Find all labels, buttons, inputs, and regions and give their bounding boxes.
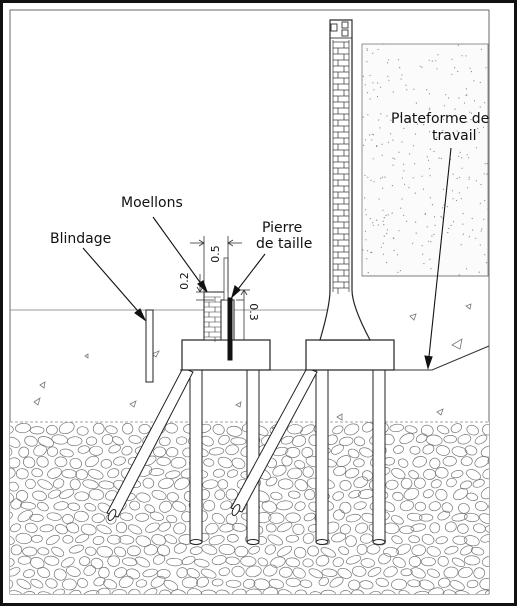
label-blindage: Blindage — [50, 231, 111, 247]
pile-cap-left — [181, 339, 271, 371]
leader-lines — [82, 147, 452, 370]
label-plateforme-line1: Plateforme de — [391, 111, 489, 127]
pile-cap-right — [305, 339, 395, 371]
dim-0-2: 0.2 — [178, 272, 191, 290]
pile-vertical-2 — [246, 369, 260, 545]
label-pierre-line1: Pierre — [262, 220, 302, 236]
label-pierre-line2: de taille — [256, 236, 312, 252]
blindage-shoring — [145, 309, 154, 383]
pile-raking-2 — [230, 367, 318, 516]
pile-vertical-1 — [189, 369, 203, 545]
pierre-de-taille-block — [220, 257, 235, 361]
quay-wall — [319, 19, 371, 341]
dim-0-5: 0.5 — [209, 245, 222, 263]
pile-vertical-4 — [372, 369, 386, 545]
label-moellons: Moellons — [121, 195, 183, 211]
pile-raking-1 — [106, 367, 194, 521]
label-plateforme-line2: travail — [432, 128, 476, 144]
dim-0-3: 0.3 — [247, 303, 260, 321]
pile-vertical-3 — [315, 369, 329, 545]
piles — [106, 367, 386, 545]
backfill-block — [361, 43, 489, 277]
